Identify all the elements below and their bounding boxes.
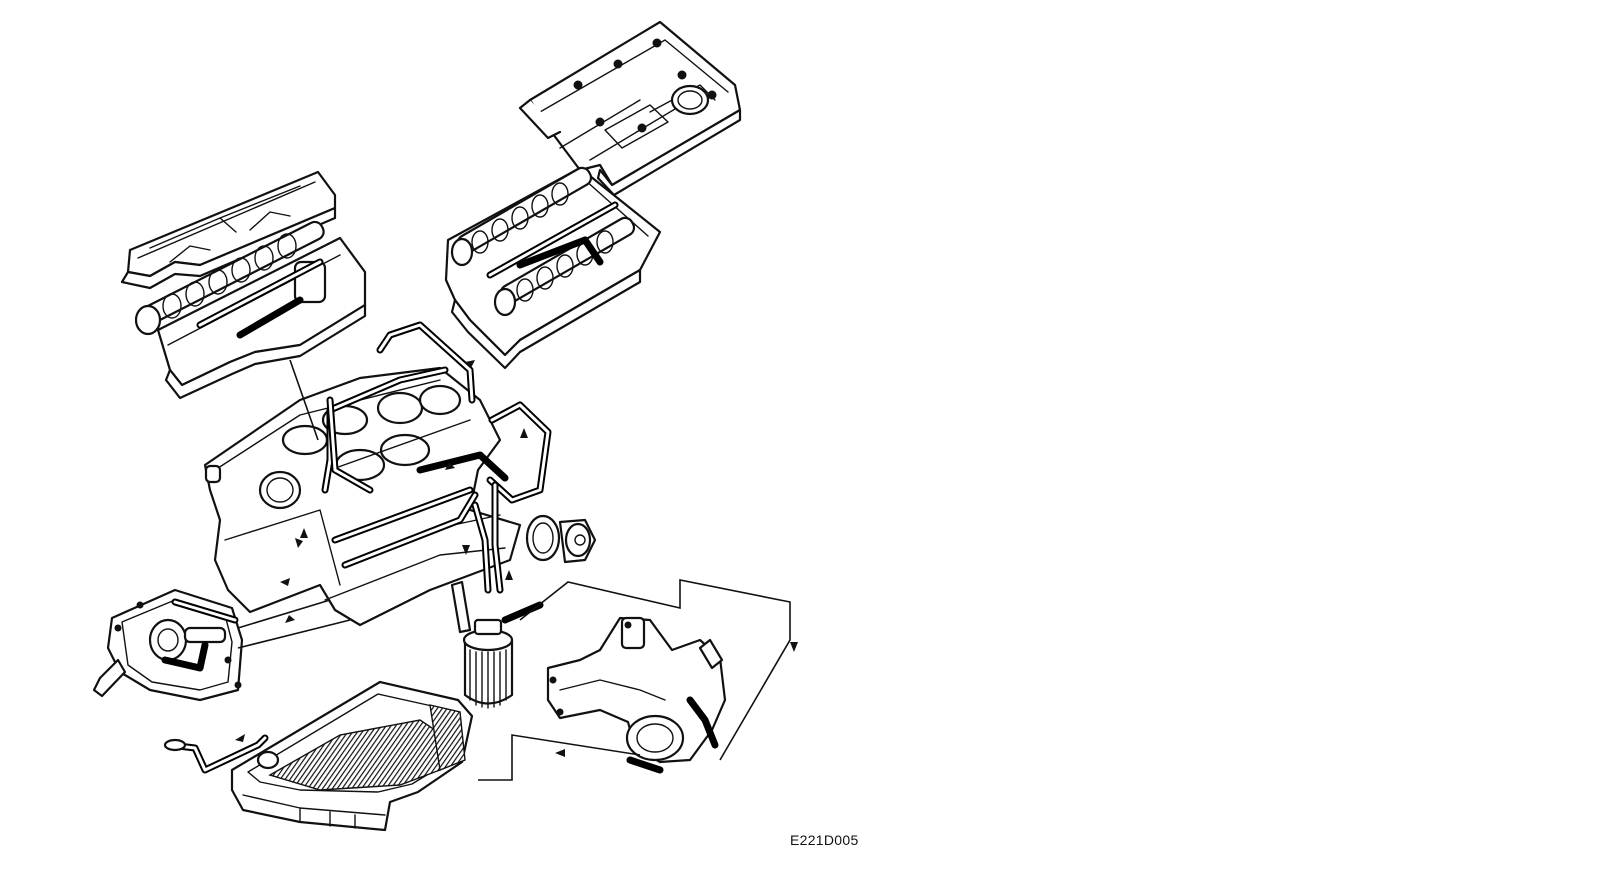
right-cam-cover (518, 20, 742, 197)
left-cam-cover (120, 170, 337, 290)
figure-code-label: E221D005 (790, 832, 859, 848)
oil-pickup-tube (163, 734, 269, 774)
right-cylinder-head (444, 166, 662, 370)
engine-block (203, 321, 552, 627)
oil-filter (450, 580, 544, 709)
water-pump (525, 514, 597, 564)
oil-pump-front-cover (92, 588, 244, 702)
oil-cooler-housing (546, 616, 727, 774)
left-cylinder-head (134, 220, 367, 400)
oil-pan (230, 680, 474, 832)
oil-flow-circuit (235, 538, 798, 781)
